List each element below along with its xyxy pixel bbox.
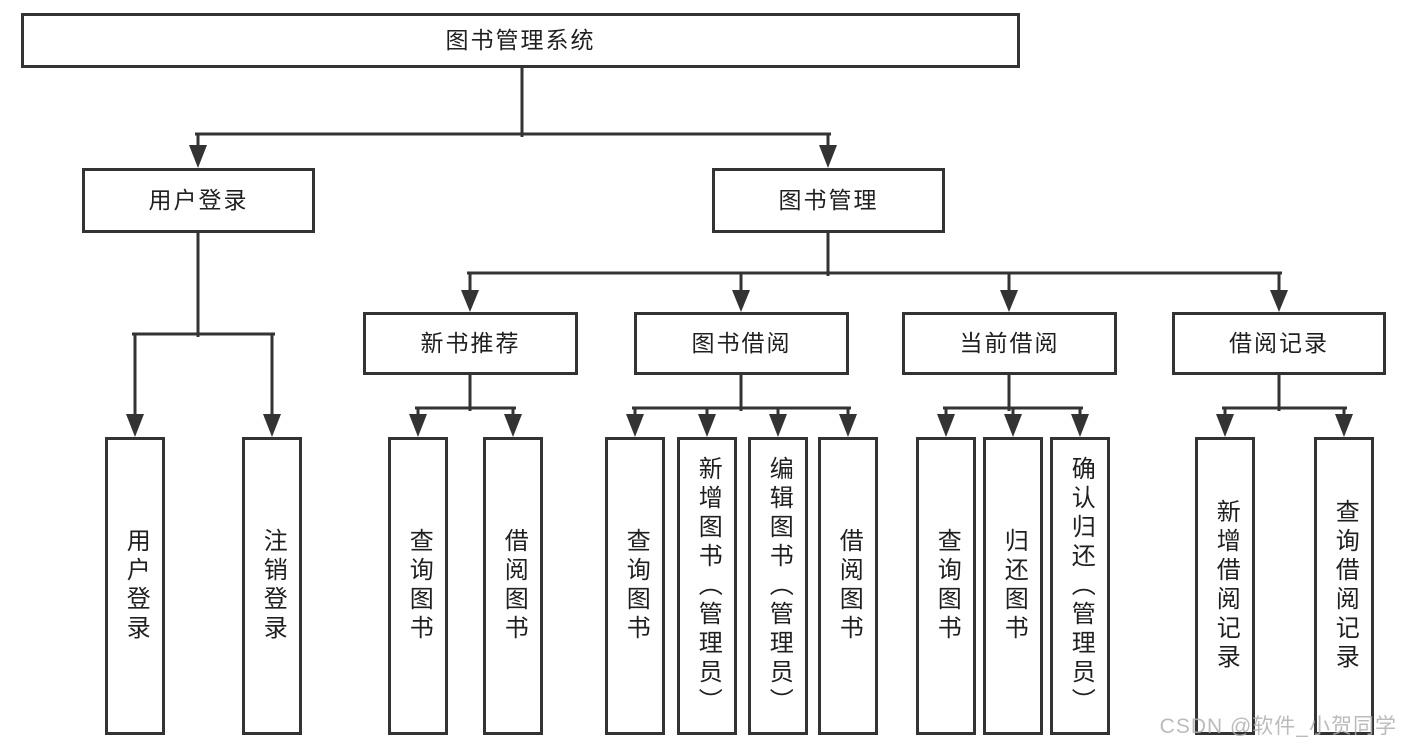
leaf-label: 查询图书	[622, 528, 650, 644]
node-borrowing-records: 借阅记录	[1172, 312, 1386, 375]
node-label: 新书推荐	[420, 329, 521, 356]
leaf-query-books-current: 查询图书	[916, 437, 976, 735]
leaf-label: 归还图书	[1000, 528, 1028, 644]
leaf-add-borrow-record: 新增借阅记录	[1195, 437, 1255, 735]
leaf-return-books: 归还图书	[983, 437, 1043, 735]
node-label: 图书管理	[778, 186, 879, 213]
leaf-label: 查询图书	[933, 528, 961, 644]
leaf-label: 编辑图书（管理员）	[765, 455, 793, 717]
leaf-label: 借阅图书	[500, 528, 528, 644]
node-label: 当前借阅	[959, 329, 1060, 356]
node-library-management-system: 图书管理系统	[21, 13, 1020, 68]
leaf-edit-book-admin: 编辑图书（管理员）	[748, 437, 808, 735]
leaf-label: 注销登录	[259, 528, 287, 644]
node-book-borrowing: 图书借阅	[634, 312, 849, 375]
node-label: 图书借阅	[691, 329, 792, 356]
node-label: 图书管理系统	[445, 26, 596, 53]
leaf-add-book-admin: 新增图书（管理员）	[677, 437, 737, 735]
leaf-label: 用户登录	[122, 528, 150, 644]
leaf-confirm-return-admin: 确认归还（管理员）	[1050, 437, 1110, 735]
leaf-query-books-borrowing: 查询图书	[605, 437, 665, 735]
leaf-label: 确认归还（管理员）	[1067, 455, 1095, 717]
leaf-query-books-recommend: 查询图书	[388, 437, 448, 735]
leaf-label: 借阅图书	[835, 528, 863, 644]
leaf-borrow-books-borrowing: 借阅图书	[818, 437, 878, 735]
leaf-user-login: 用户登录	[105, 437, 165, 735]
leaf-label: 查询图书	[405, 528, 433, 644]
node-current-borrowing: 当前借阅	[902, 312, 1117, 375]
node-user-login: 用户登录	[82, 168, 315, 233]
node-label: 借阅记录	[1229, 329, 1329, 356]
leaf-label: 查询借阅记录	[1331, 499, 1359, 673]
leaf-query-borrow-record: 查询借阅记录	[1314, 437, 1374, 735]
node-label: 用户登录	[148, 186, 249, 213]
node-book-management: 图书管理	[712, 168, 945, 233]
leaf-label: 新增图书（管理员）	[694, 455, 722, 717]
node-new-book-recommendation: 新书推荐	[363, 312, 578, 375]
leaf-logout: 注销登录	[242, 437, 302, 735]
leaf-borrow-books-recommend: 借阅图书	[483, 437, 543, 735]
leaf-label: 新增借阅记录	[1212, 499, 1240, 673]
